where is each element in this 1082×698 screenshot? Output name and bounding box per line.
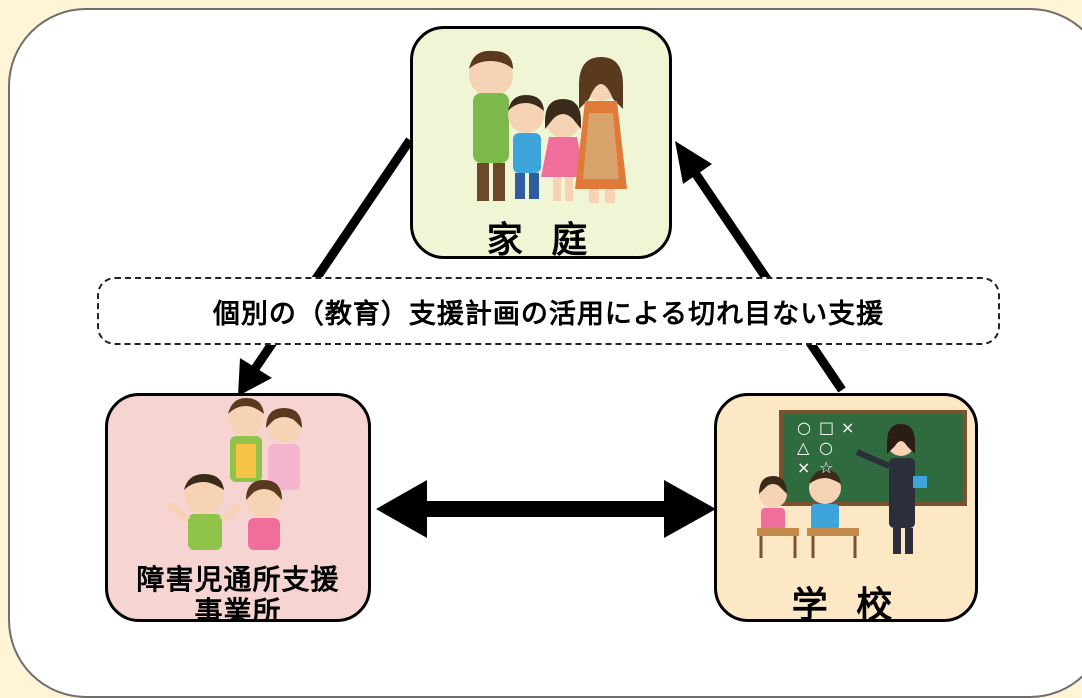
banner-text: 個別の（教育）支援計画の活用による切れ目ない支援 [212,298,885,330]
office-label-line1: 障害児通所支援 [136,563,340,596]
classroom-illustration [757,410,967,558]
arrowhead-office [238,358,272,396]
arrowhead-home [675,141,712,184]
desk-right [807,528,859,536]
chalk-symbol-3: × [841,418,855,437]
node-home: 家 庭 [410,26,672,259]
children-illustration [165,398,302,550]
support-banner: 個別の（教育）支援計画の活用による切れ目ない支援 [97,277,1000,345]
staff-female-figure [266,408,302,490]
mother-figure [575,57,627,203]
student-left-figure [759,476,787,530]
home-label: 家 庭 [486,220,596,259]
arrow-home-to-office [238,137,414,391]
chalk-symbol-7: ☆ [819,458,834,477]
teacher-figure [855,424,927,554]
chalk-symbol-4: △ [797,438,810,457]
student-right-figure [809,470,841,530]
arrow-school-to-home [679,152,846,393]
kid-right-figure [246,480,282,550]
chalk-symbol-2: □ [819,418,835,437]
chalk-symbol-1: ○ [797,418,811,437]
chalk-symbol-5: ○ [819,438,833,457]
staff-male-figure [228,398,264,482]
arrowhead-left [376,480,427,538]
node-office: 障害児通所支援 事業所 [105,393,371,622]
node-school: ○ □ × △ ○ × ☆ 学 校 [714,393,978,622]
girl-figure [541,99,585,201]
arrows-layer [238,137,846,538]
family-illustration [469,50,627,203]
office-label-line2: 事業所 [194,595,282,622]
diagram-stage: 家 庭 [8,8,1082,698]
chalk-symbol-6: × [797,458,811,477]
arrowhead-right [664,480,716,538]
desk-left [757,528,799,536]
kid-left-figure [165,474,243,550]
school-label: 学 校 [791,585,901,622]
father-figure [469,50,513,201]
boy-figure [508,95,544,199]
